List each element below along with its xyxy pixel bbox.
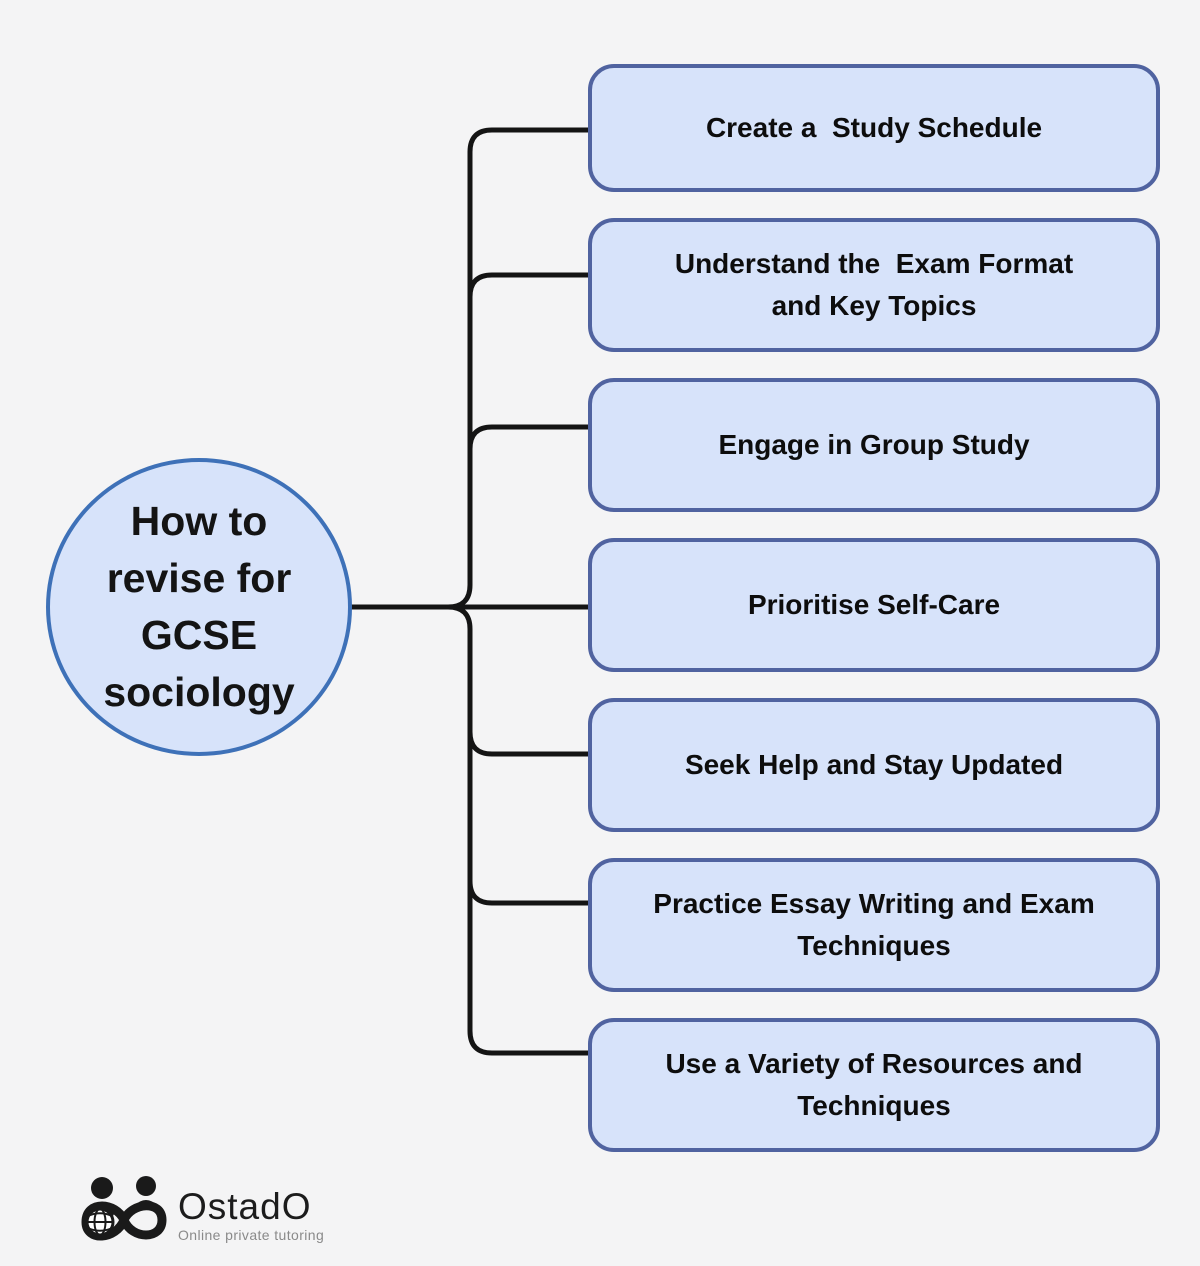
topic-box-label: Techniques (797, 1090, 951, 1121)
ostado-logo: OstadO Online private tutoring (76, 1176, 324, 1248)
central-topic-line: How to (130, 498, 268, 544)
central-topic-line: revise for (106, 555, 292, 601)
connector-upper-trunk (445, 127, 591, 610)
logo-text-block: OstadO Online private tutoring (178, 1186, 325, 1244)
topic-box-label: Use a Variety of Resources and (665, 1048, 1083, 1079)
connector-branch-6 (467, 878, 591, 906)
connector-branch-3 (467, 424, 591, 452)
central-topic-node: How to revise for GCSE sociology (46, 458, 352, 756)
logo-tagline: Online private tutoring (178, 1227, 325, 1243)
topic-box-understand-exam-format: Understand the Exam Format and Key Topic… (588, 218, 1160, 352)
topic-box-label: Engage in Group Study (718, 429, 1030, 460)
logo-name: OstadO (178, 1186, 312, 1227)
topic-box-label: Techniques (797, 930, 951, 961)
topic-box-engage-group-study: Engage in Group Study (588, 378, 1160, 512)
topic-box-practice-essay-writing: Practice Essay Writing and Exam Techniqu… (588, 858, 1160, 992)
topic-box-label: Practice Essay Writing and Exam (653, 888, 1095, 919)
topic-box-create-study-schedule: Create a Study Schedule (588, 64, 1160, 192)
topic-box-label: Seek Help and Stay Updated (684, 749, 1064, 780)
central-topic-line: GCSE (140, 612, 258, 658)
connector-branch-5 (467, 729, 591, 757)
topic-box-variety-of-resources: Use a Variety of Resources and Technique… (588, 1018, 1160, 1152)
topic-box-label: Create a Study Schedule (705, 112, 1043, 143)
topic-box-label: Understand the Exam Format (674, 248, 1074, 279)
ostado-infinity-people-globe-icon (81, 1176, 167, 1241)
topic-box-seek-help-stay-updated: Seek Help and Stay Updated (588, 698, 1160, 832)
connector-lower-trunk (445, 604, 591, 1056)
topic-box-prioritise-self-care: Prioritise Self-Care (588, 538, 1160, 672)
topic-box-label: and Key Topics (771, 290, 977, 321)
central-topic-line: sociology (103, 669, 295, 715)
topic-box-label: Prioritise Self-Care (747, 589, 1001, 620)
connector-branch-2 (467, 272, 591, 300)
